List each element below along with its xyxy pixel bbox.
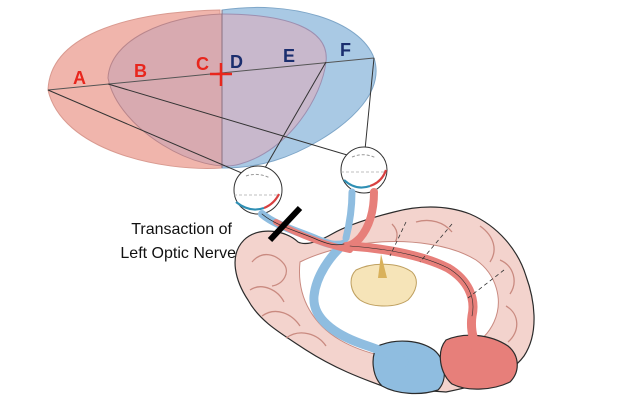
lesion-bar-icon	[267, 205, 303, 243]
third-ventricle	[378, 254, 387, 278]
fixation-cross-icon	[210, 63, 232, 86]
lesion-annotation: Transaction of Left Optic Nerve	[120, 221, 236, 262]
lesion-annotation-line2: Left Optic Nerve	[120, 245, 236, 262]
brain-guide-lines	[389, 221, 505, 299]
left-eyeball	[233, 165, 283, 215]
field-label-e: E	[283, 46, 295, 66]
binocular-overlap-left	[107, 13, 222, 167]
projection-lines	[47, 57, 375, 181]
right-occipital-cortex	[439, 334, 518, 390]
field-labels: A B C D E F	[73, 40, 351, 88]
field-label-d: D	[230, 52, 243, 72]
lesion-annotation-line1: Transaction of	[131, 221, 232, 238]
left-optic-radiation	[309, 239, 409, 367]
field-label-c: C	[196, 54, 209, 74]
visual-fields	[47, 7, 377, 169]
field-label-f: F	[340, 40, 351, 60]
brain-section	[234, 206, 535, 395]
right-eye-nasal-fibers	[342, 188, 356, 242]
right-eyeball	[340, 146, 388, 194]
field-label-b: B	[134, 61, 147, 81]
thalamus	[350, 263, 417, 307]
field-label-a: A	[73, 68, 86, 88]
